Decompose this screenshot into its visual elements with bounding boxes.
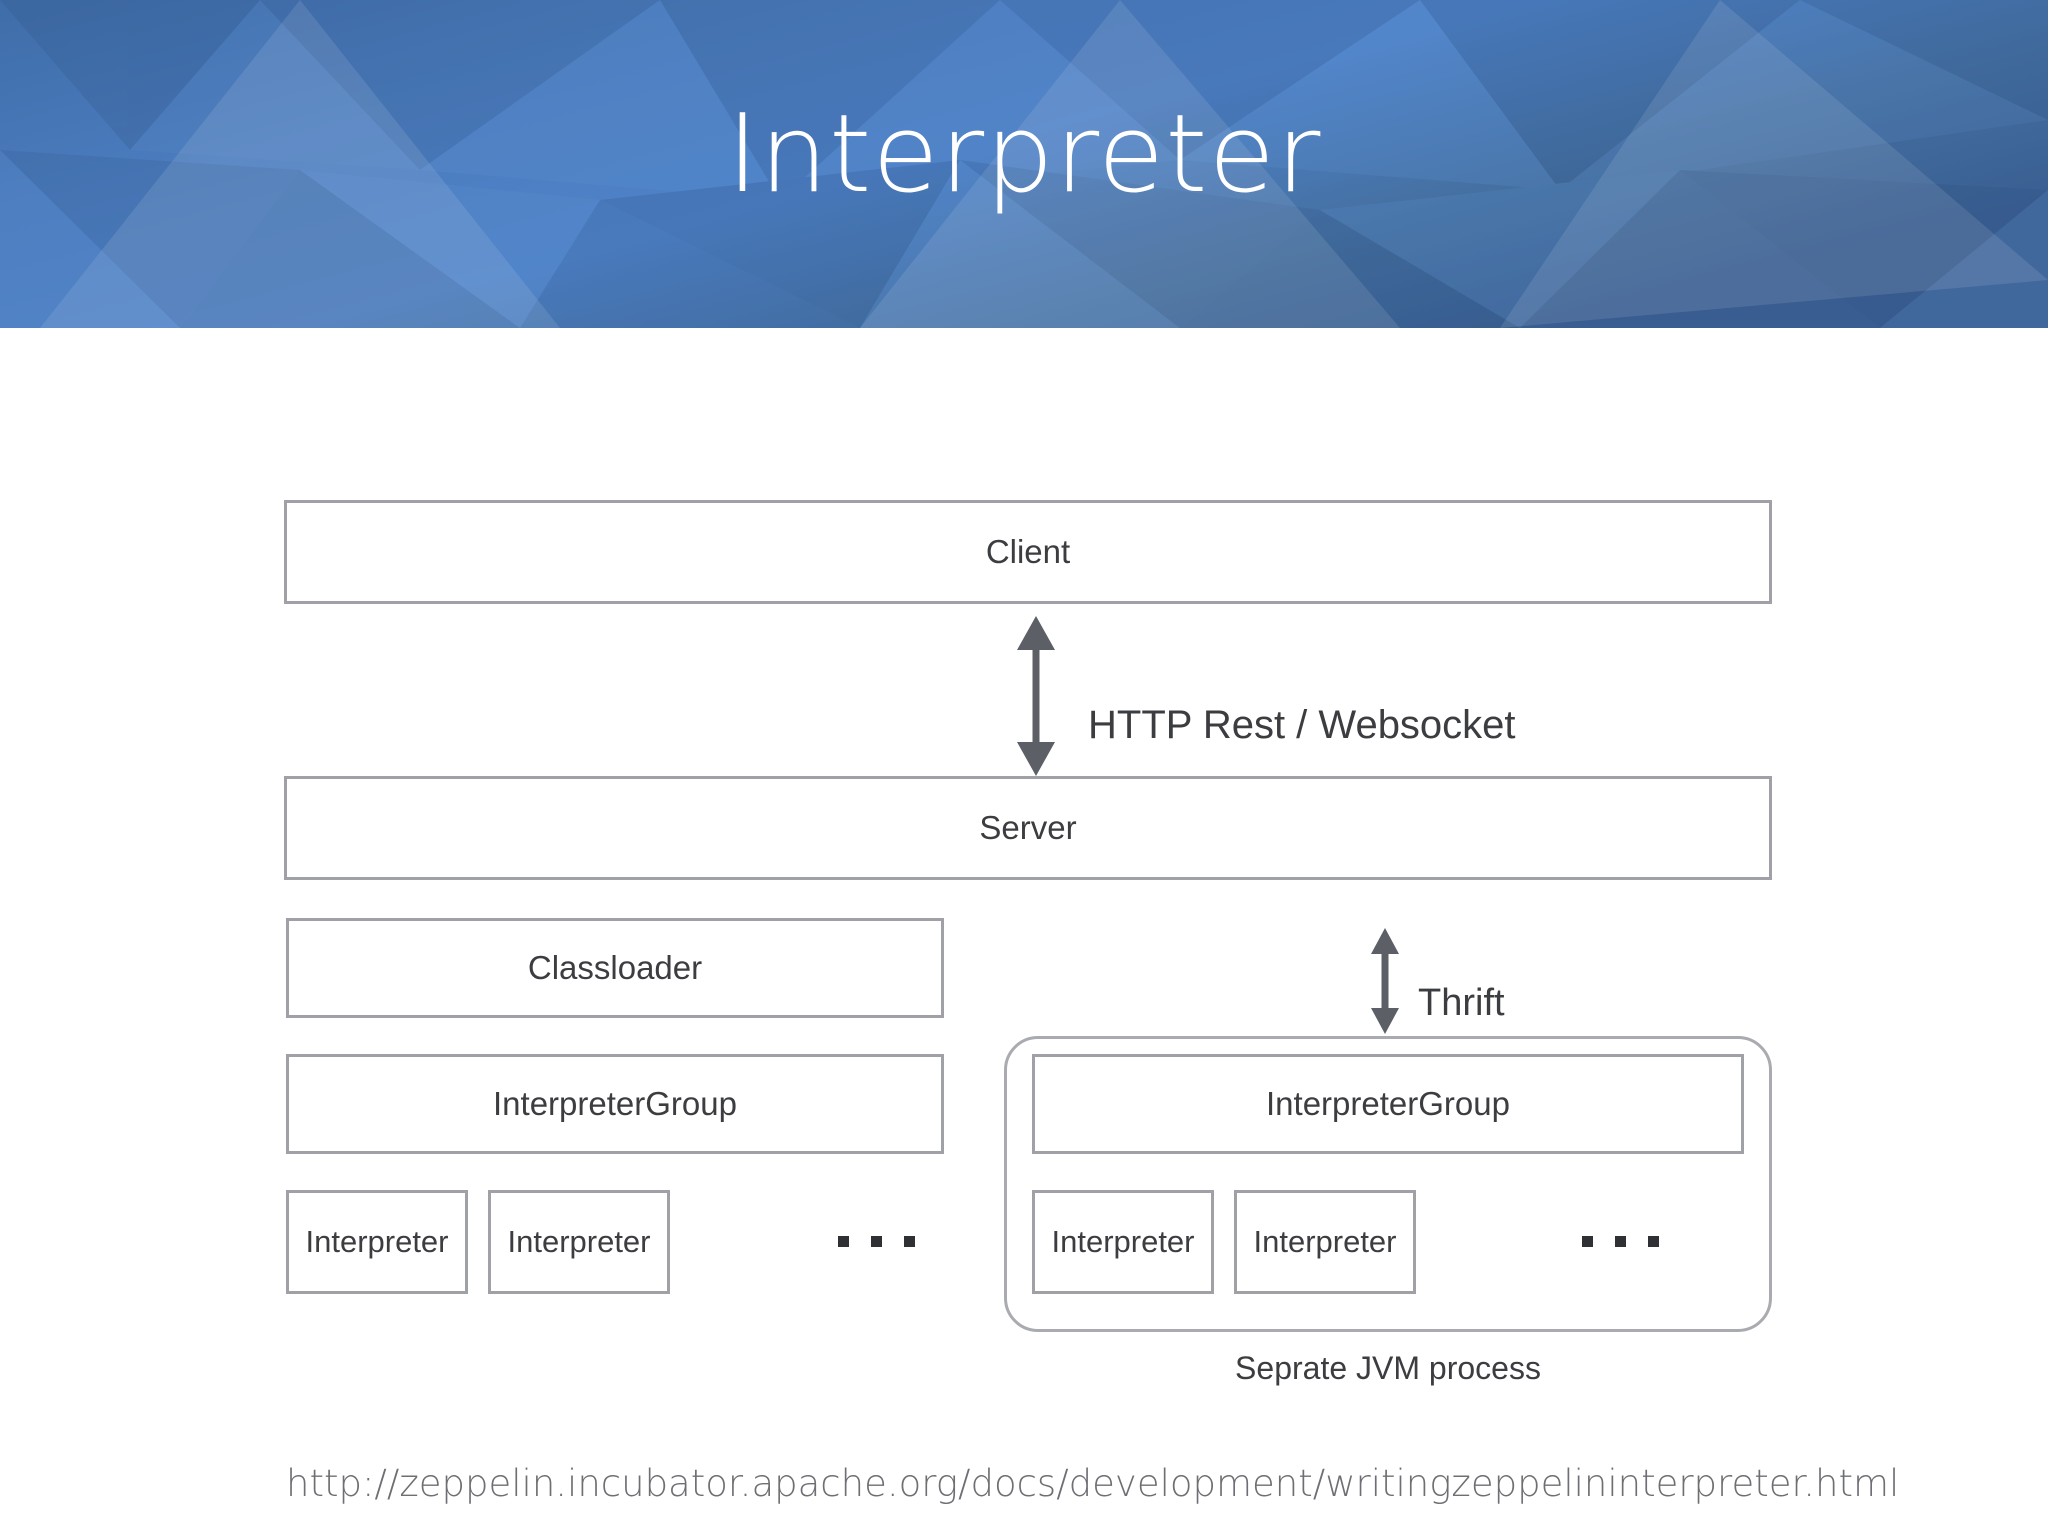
node-interpreter-right-1: Interpreter [1032,1190,1214,1294]
low-poly-background-pattern [0,0,2048,328]
source-url-text: http://zeppelin.incubator.apache.org/doc… [286,1462,1900,1505]
ellipsis-right-icon [1582,1236,1659,1247]
double-arrow-server-jvm-icon [1371,928,1399,1034]
slide-title: Interpreter [726,92,1322,217]
architecture-diagram: Client HTTP Rest / Websocket Server Clas… [0,328,2048,1536]
node-interpreter-right-2: Interpreter [1234,1190,1416,1294]
double-arrow-client-server-icon [1017,616,1055,776]
node-interpreter-group-right: InterpreterGroup [1032,1054,1744,1154]
node-classloader: Classloader [286,918,944,1018]
edge-label-http-rest-websocket: HTTP Rest / Websocket [1088,703,1516,747]
jvm-process-caption: Seprate JVM process [1235,1350,1541,1386]
node-interpreter-left-2: Interpreter [488,1190,670,1294]
edge-label-thrift: Thrift [1418,982,1505,1024]
header-banner: Interpreter [0,0,2048,328]
ellipsis-left-icon [838,1236,915,1247]
node-interpreter-group-left: InterpreterGroup [286,1054,944,1154]
node-client: Client [284,500,1772,604]
node-interpreter-left-1: Interpreter [286,1190,468,1294]
node-server: Server [284,776,1772,880]
